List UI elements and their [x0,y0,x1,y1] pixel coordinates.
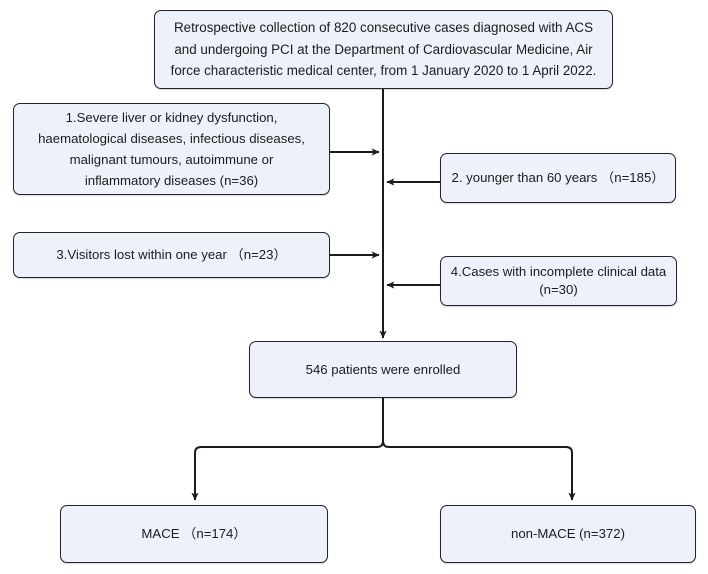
node-outcome-mace: MACE （n=174） [60,505,328,563]
node-exclusion-2: 2. younger than 60 years （n=185） [440,153,676,203]
node-exclusion-3-label: 3.Visitors lost within one year （n=23） [56,247,287,263]
node-enrolled-cohort: 546 patients were enrolled [249,341,517,398]
node-outcome-non-mace: non-MACE (n=372) [440,505,696,563]
node-exclusion-3: 3.Visitors lost within one year （n=23） [13,232,330,278]
node-exclusion-1-label: 1.Severe liver or kidney dysfunction, ha… [38,109,305,189]
connector-enrolled-to-non-mace [382,398,576,501]
connector-enrolled-to-mace [191,398,384,501]
node-source-population: Retrospective collection of 820 consecut… [154,10,613,89]
node-mace-label: MACE （n=174） [141,526,247,542]
node-non-mace-label: non-MACE (n=372) [511,526,625,542]
node-exclusion-4: 4.Cases with incomplete clinical data (n… [440,256,677,306]
node-exclusion-2-label: 2. younger than 60 years （n=185） [451,170,665,186]
node-exclusion-1: 1.Severe liver or kidney dysfunction, ha… [13,103,330,195]
node-source-label: Retrospective collection of 820 consecut… [170,19,597,79]
node-exclusion-4-label: 4.Cases with incomplete clinical data (n… [450,264,667,297]
node-enrolled-label: 546 patients were enrolled [305,361,461,377]
